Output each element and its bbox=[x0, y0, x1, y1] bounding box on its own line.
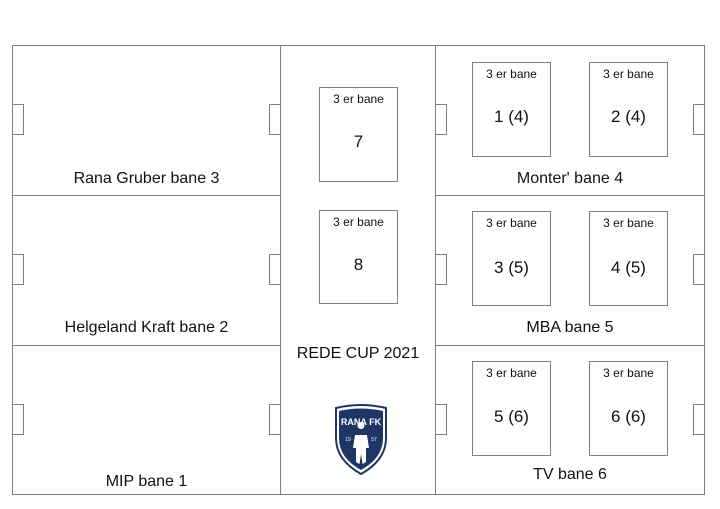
small-field-number: 1 (4) bbox=[494, 107, 529, 126]
goal-right bbox=[269, 404, 281, 435]
page-title: REDE CUP 2021 bbox=[296, 345, 420, 362]
goal-right bbox=[693, 254, 705, 285]
field-label: Helgeland Kraft bane 2 bbox=[64, 319, 229, 336]
goal-left bbox=[435, 254, 447, 285]
small-field-8[interactable]: 3 er bane 8 bbox=[319, 210, 398, 304]
logo-club-text: RANA FK bbox=[341, 417, 382, 427]
small-field-7[interactable]: 3 er bane 7 bbox=[319, 87, 398, 182]
small-field-4[interactable]: 3 er bane 4 (5) bbox=[589, 211, 668, 306]
logo-player-silhouette bbox=[353, 422, 369, 464]
goal-left bbox=[12, 104, 24, 135]
goal-right bbox=[693, 104, 705, 135]
goal-left bbox=[12, 404, 24, 435]
small-field-number: 7 bbox=[353, 132, 364, 151]
goal-right bbox=[269, 254, 281, 285]
small-field-2[interactable]: 3 er bane 2 (4) bbox=[589, 62, 668, 157]
small-field-caption: 3 er bane bbox=[486, 67, 537, 81]
small-field-caption: 3 er bane bbox=[603, 216, 654, 230]
field-label: MBA bane 5 bbox=[526, 319, 614, 336]
field-label: MIP bane 1 bbox=[105, 473, 188, 490]
small-field-5[interactable]: 3 er bane 5 (6) bbox=[472, 361, 551, 456]
small-field-number: 4 (5) bbox=[611, 258, 646, 277]
rana-fk-logo: RANA FK 19 57 bbox=[335, 404, 387, 476]
small-field-1[interactable]: 3 er bane 1 (4) bbox=[472, 62, 551, 157]
logo-year-right: 57 bbox=[371, 437, 377, 443]
goal-right bbox=[269, 104, 281, 135]
goal-right bbox=[693, 404, 705, 435]
goal-left bbox=[12, 254, 24, 285]
field-rana-gruber-3[interactable] bbox=[12, 45, 281, 196]
small-field-number: 6 (6) bbox=[611, 407, 646, 426]
field-mip-1[interactable] bbox=[12, 345, 281, 495]
small-field-number: 2 (4) bbox=[611, 107, 646, 126]
small-field-caption: 3 er bane bbox=[333, 92, 384, 106]
small-field-caption: 3 er bane bbox=[333, 215, 384, 229]
field-label: Monter' bane 4 bbox=[516, 170, 624, 187]
small-field-6[interactable]: 3 er bane 6 (6) bbox=[589, 361, 668, 456]
field-label: Rana Gruber bane 3 bbox=[73, 170, 220, 187]
logo-year-left: 19 bbox=[345, 437, 351, 443]
small-field-caption: 3 er bane bbox=[603, 67, 654, 81]
small-field-caption: 3 er bane bbox=[486, 216, 537, 230]
small-field-number: 8 bbox=[353, 255, 364, 274]
goal-left bbox=[435, 104, 447, 135]
small-field-number: 5 (6) bbox=[494, 407, 529, 426]
goal-left bbox=[435, 404, 447, 435]
small-field-number: 3 (5) bbox=[494, 258, 529, 277]
small-field-caption: 3 er bane bbox=[486, 366, 537, 380]
field-label: TV bane 6 bbox=[533, 466, 607, 483]
small-field-caption: 3 er bane bbox=[603, 366, 654, 380]
small-field-3[interactable]: 3 er bane 3 (5) bbox=[472, 211, 551, 306]
